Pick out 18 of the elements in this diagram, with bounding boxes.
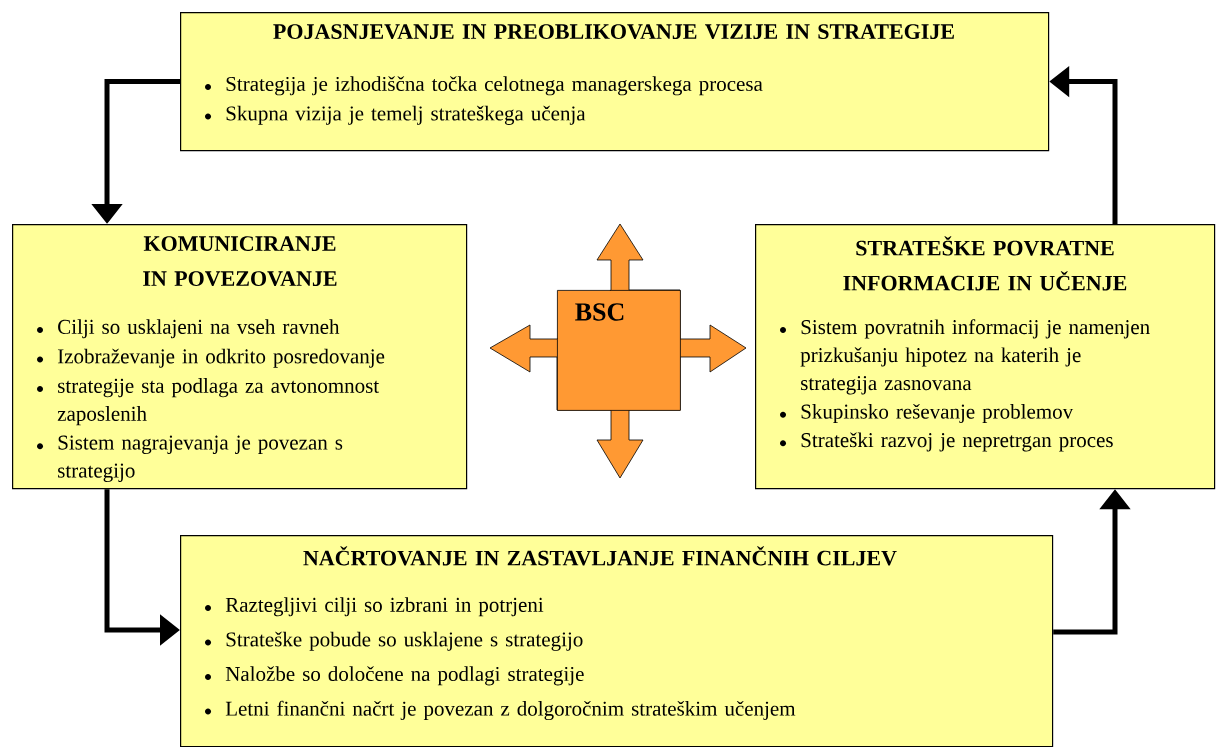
bullet-item: Cilji so usklajeni na vseh ravneh [37, 319, 340, 339]
bullet-item: Skupinsko reševanje problemov [780, 403, 1074, 423]
bsc-square: BSC [557, 290, 681, 411]
heading-text: STRATEŠKE POVRATNE INFORMACIJE IN UČENJE [843, 236, 1127, 291]
bullet-item: Raztegljivi cilji so izbrani in potrjeni [205, 597, 544, 617]
heading-text: POJASNJEVANJE IN PREOBLIKOVANJE VIZIJE IN STRATEGIJE [273, 24, 954, 40]
heading-text: KOMUNICIRANJE IN POVEZOVANJE [143, 236, 337, 287]
bullet-item: Skupna vizija je temelj strateškega učenja [205, 105, 586, 125]
bullet-item: Sistem povratnih informacij je namenjen prizkušanju hipotez na katerih je strategija zasnovana [780, 319, 1150, 395]
bullet-item: Izobraževanje in odkrito posredovanje [37, 348, 385, 368]
bullet-item: Strategija je izhodiščna točka celotnega managerskega procesa [205, 76, 763, 96]
bullet-item: Strateški razvoj je nepretrgan proces [780, 432, 1113, 452]
bullet-item: strategije sta podlaga za avtonomnost zaposlenih [37, 378, 380, 426]
bullet-item: Naložbe so določene na podlagi strategije [205, 666, 584, 686]
bullet-item: Sistem nagrajevanja je povezan s strategijo [37, 435, 343, 482]
bullet-item: Strateške pobude so usklajene s strategijo [205, 631, 583, 651]
heading-text: NAČRTOVANJE IN ZASTAVLJANJE FINANČNIH CILJEV [303, 546, 897, 566]
bullet-item: Letni finančni načrt je povezan z dolgoročnim strateškim učenjem [205, 700, 796, 721]
